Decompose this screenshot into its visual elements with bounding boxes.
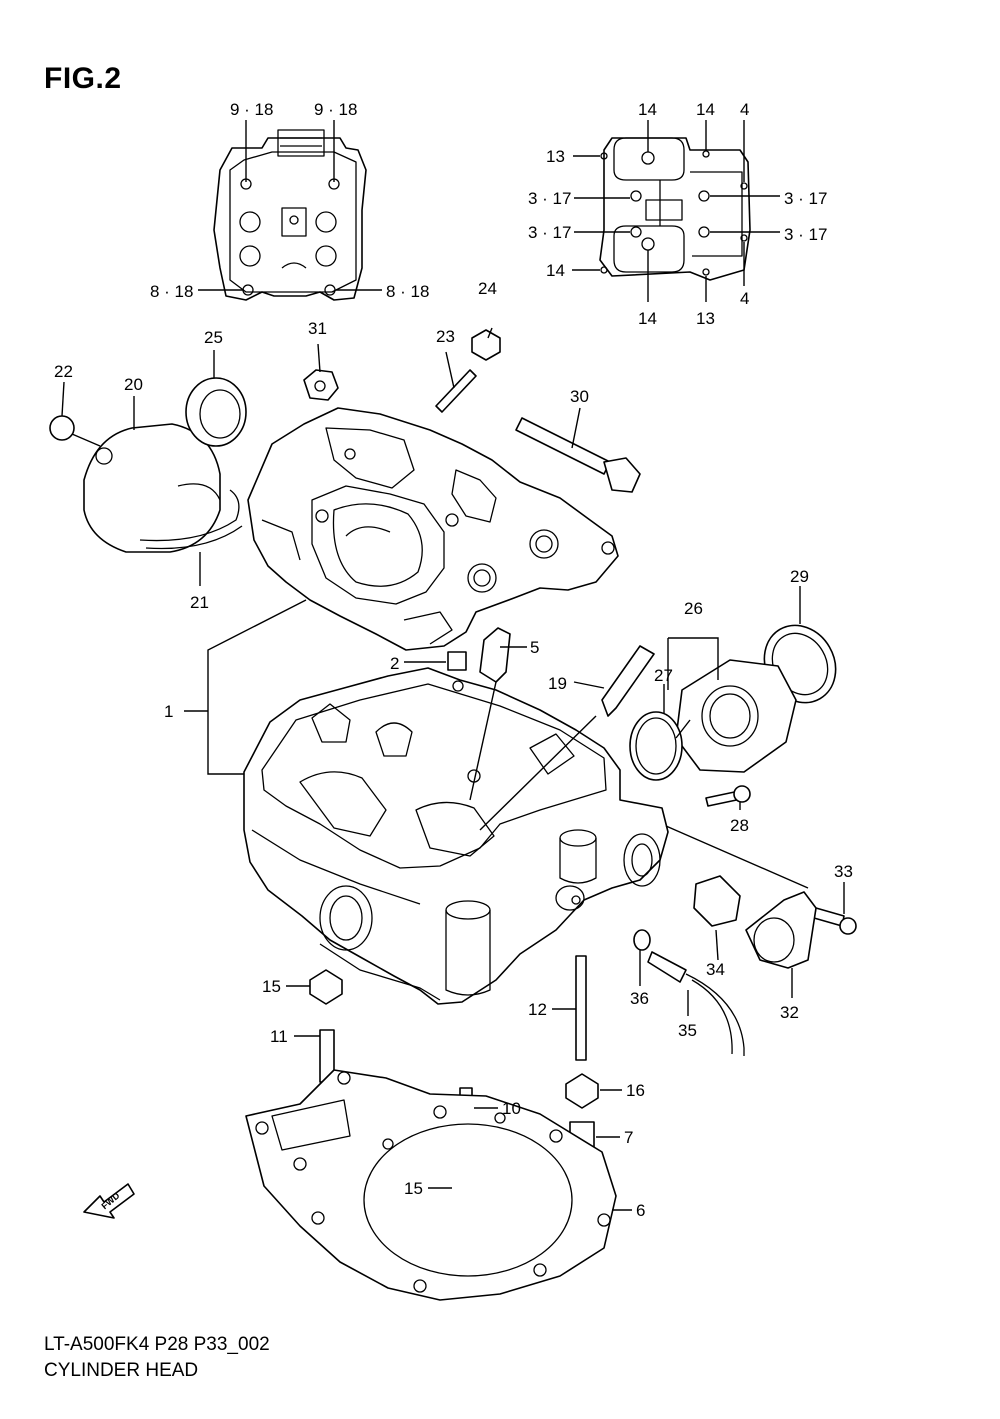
callout: 12 bbox=[528, 1000, 547, 1019]
diagram-code: LT-A500FK4 P28 P33_002 bbox=[44, 1334, 270, 1355]
callout: 4 bbox=[740, 100, 749, 119]
cover-bottom-view-inset bbox=[572, 120, 780, 302]
callout: 31 bbox=[308, 319, 327, 338]
callout: 6 bbox=[636, 1201, 645, 1220]
callout: 19 bbox=[548, 674, 567, 693]
callout: 13 bbox=[696, 309, 715, 328]
callout: 27 bbox=[654, 666, 673, 685]
callout: 16 bbox=[626, 1081, 645, 1100]
diagram-name: CYLINDER HEAD bbox=[44, 1360, 199, 1381]
callout: 1 bbox=[164, 702, 173, 721]
callout: 8 · 18 bbox=[150, 282, 193, 301]
callout: 3 · 17 bbox=[784, 225, 827, 244]
callout: 5 bbox=[530, 638, 539, 657]
callout: 29 bbox=[790, 567, 809, 586]
callout: 22 bbox=[54, 362, 73, 381]
callout: 3 · 17 bbox=[784, 189, 827, 208]
callout: 36 bbox=[630, 989, 649, 1008]
callout: 20 bbox=[124, 375, 143, 394]
callout: 32 bbox=[780, 1003, 799, 1022]
callout: 2 bbox=[390, 654, 399, 673]
callout: 15 bbox=[404, 1179, 423, 1198]
head-top-view-inset bbox=[198, 120, 382, 301]
callout: 24 bbox=[478, 279, 497, 298]
callout: 13 bbox=[546, 147, 565, 166]
leader-lines bbox=[61, 327, 845, 1211]
callout: 14 bbox=[638, 309, 657, 328]
callout: 8 · 18 bbox=[386, 282, 429, 301]
callout: 30 bbox=[570, 387, 589, 406]
cylinder-head bbox=[243, 667, 669, 1005]
callout: 14 bbox=[546, 261, 565, 280]
figure-title: FIG.2 bbox=[44, 62, 122, 95]
callout: 15 bbox=[262, 977, 281, 996]
callout: 35 bbox=[678, 1021, 697, 1040]
callout: 26 bbox=[684, 599, 703, 618]
callout: 9 · 18 bbox=[314, 100, 357, 119]
callout: 7 bbox=[624, 1128, 633, 1147]
callout: 14 bbox=[638, 100, 657, 119]
callout: 14 bbox=[696, 100, 715, 119]
callout: 11 bbox=[270, 1027, 288, 1046]
callout: 4 bbox=[740, 289, 749, 308]
callout: 34 bbox=[706, 960, 725, 979]
cylinder-head-cover bbox=[247, 407, 619, 651]
callout: 10 bbox=[502, 1099, 521, 1118]
callout: 23 bbox=[436, 327, 455, 346]
callout-labels: 9 · 18 9 · 18 8 · 18 8 · 18 14 14 4 13 3… bbox=[54, 100, 853, 1220]
callout: 9 · 18 bbox=[230, 100, 273, 119]
callout: 3 · 17 bbox=[528, 223, 571, 242]
callout: 28 bbox=[730, 816, 749, 835]
head-gasket bbox=[245, 1069, 617, 1301]
callout: 21 bbox=[190, 593, 209, 612]
callout: 3 · 17 bbox=[528, 189, 571, 208]
fwd-arrow-icon bbox=[83, 1183, 135, 1219]
callout: 25 bbox=[204, 328, 223, 347]
callout: 33 bbox=[834, 862, 853, 881]
